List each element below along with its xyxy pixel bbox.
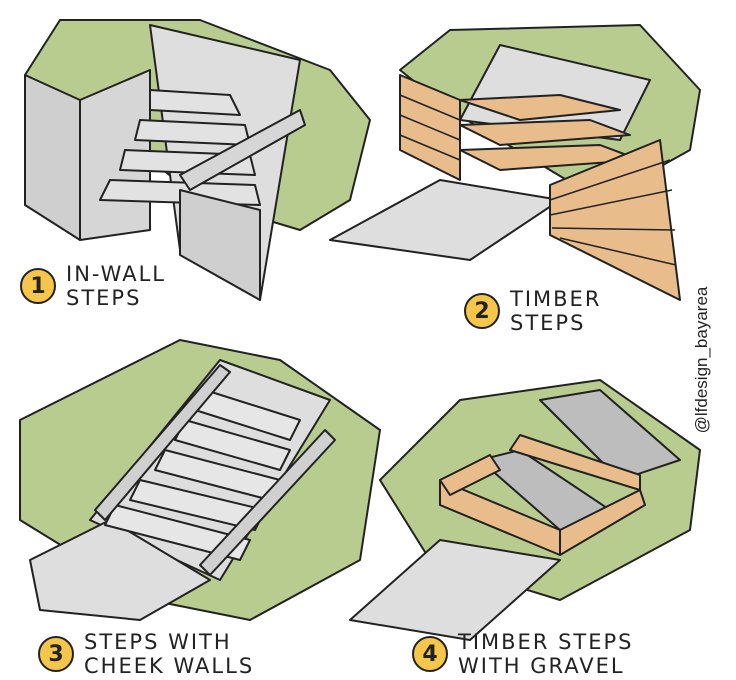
label-line-1: TIMBER STEPS [458,630,634,654]
label-line-1: TIMBER [510,287,602,311]
step-number-badge: 4 [412,636,448,672]
label-line-2: WITH GRAVEL [458,654,625,678]
step-number-badge: 2 [464,293,500,329]
timber-gravel-steps-drawing [349,379,701,641]
cheek-wall-steps-drawing [19,339,381,621]
label-line-2: CHEEK WALLS [84,654,255,678]
timber-steps-drawing [329,24,701,301]
step-number-badge: 3 [38,636,74,672]
label-line-2: STEPS [510,311,586,335]
in-wall-steps-drawing [24,19,371,301]
label-line-1: STEPS WITH [84,630,232,654]
label-line-2: STEPS [66,286,142,310]
label-line-1: IN-WALL [66,262,167,286]
watermark: @lfdesign_bayarea [692,286,711,434]
step-number-badge: 1 [20,268,56,304]
